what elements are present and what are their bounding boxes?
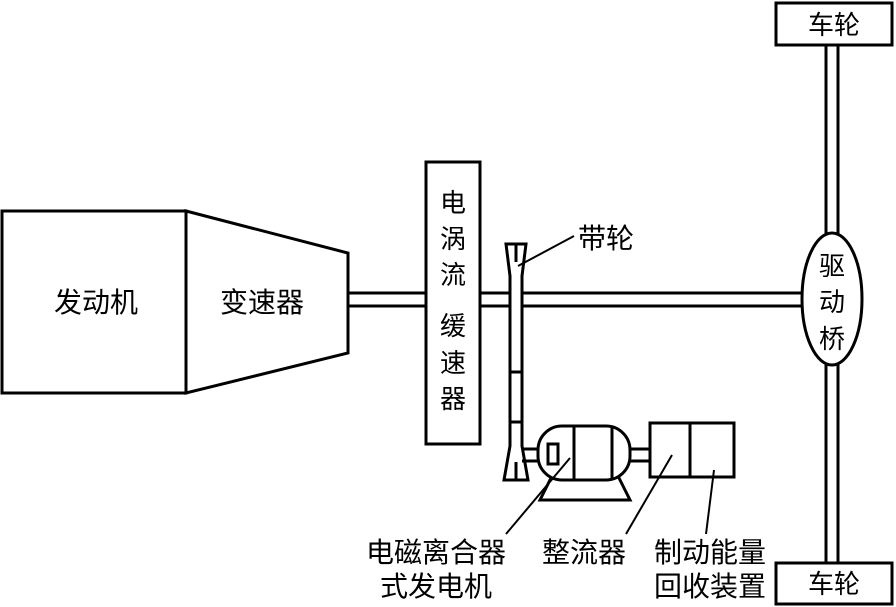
retarder-block (424, 160, 482, 446)
recovery-label-line: 制动能量 (654, 536, 766, 569)
generator-label-line: 式发电机 (380, 570, 492, 603)
generator-body (536, 424, 633, 502)
recovery-box (688, 421, 736, 479)
leaders (505, 454, 715, 535)
retarder-char: 缓 (440, 312, 466, 342)
drive-axle-label: 驱 动 桥 (819, 252, 845, 355)
drive-axle-char: 动 (819, 288, 845, 318)
drive-axle-char: 桥 (819, 325, 845, 355)
gearbox-label: 变速器 (220, 286, 304, 319)
retarder-char: 器 (440, 385, 466, 415)
rectifier-box (648, 421, 692, 479)
pulley-leader (517, 235, 575, 267)
lower-pulley (502, 420, 530, 482)
generator-leader (505, 457, 571, 535)
retarder-label: 电 涡 流 缓 速 器 (440, 189, 466, 415)
drive-axle-char: 驱 (819, 252, 845, 282)
retarder-char: 涡 (440, 225, 466, 255)
retarder-char: 电 (440, 189, 466, 219)
pulley-label: 带轮 (578, 222, 634, 255)
recovery-label: 制动能量 回收装置 (654, 536, 766, 603)
wheel-top-label: 车轮 (808, 11, 860, 41)
rectifier-label: 整流器 (542, 536, 626, 569)
engine-block (0, 209, 188, 395)
wheel-bottom (774, 561, 894, 606)
main-shaft (348, 291, 806, 308)
wheel-top (774, 1, 894, 47)
retarder-char: 速 (440, 349, 466, 379)
belt (508, 370, 524, 424)
retarder-char: 流 (440, 261, 466, 291)
wheel-bottom-label: 车轮 (808, 570, 860, 600)
generator-label-line: 电磁离合器 (366, 536, 506, 569)
engine-label: 发动机 (54, 286, 138, 319)
drive-axle (800, 231, 864, 367)
recovery-leader (705, 469, 715, 535)
recovery-label-line: 回收装置 (654, 570, 766, 603)
rectifier-leader (625, 454, 673, 535)
generator-label: 电磁离合器 式发电机 (366, 536, 506, 603)
gearbox-block (184, 209, 350, 395)
